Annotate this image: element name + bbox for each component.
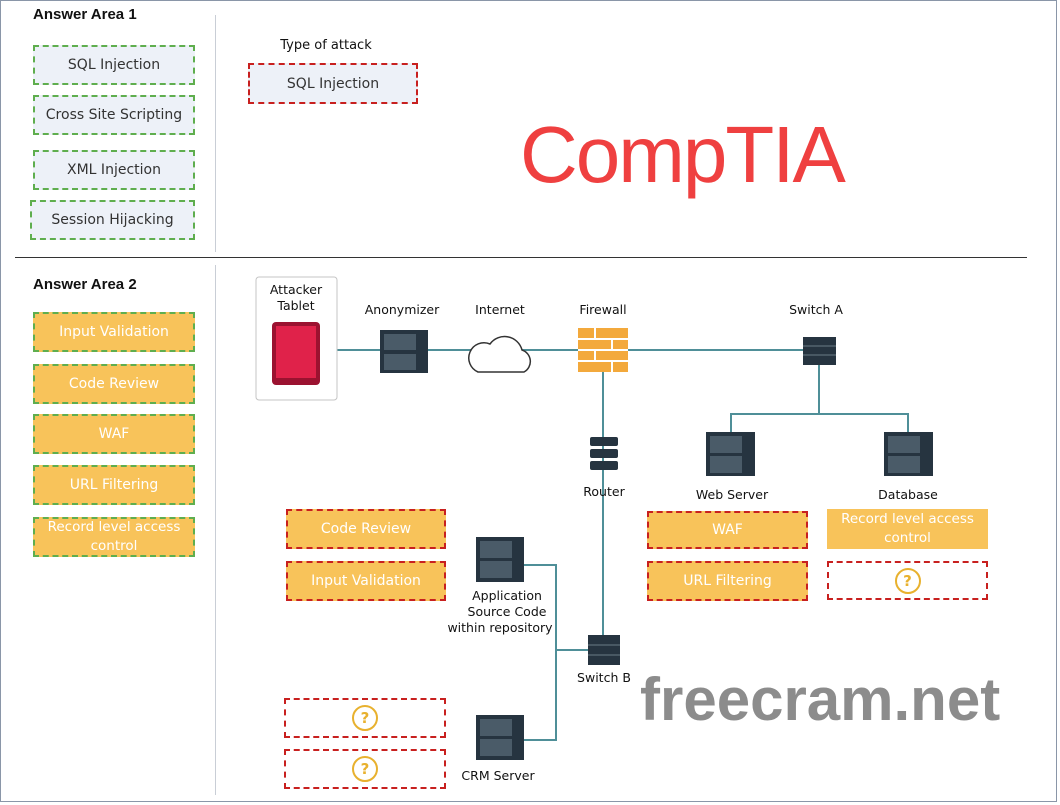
tablet-icon: [272, 322, 320, 385]
web-dropzone-2[interactable]: URL Filtering: [647, 561, 808, 601]
section-divider: [15, 257, 1027, 258]
option-cross-site-scripting[interactable]: Cross Site Scripting: [33, 95, 195, 135]
crm-label: CRM Server: [461, 768, 535, 783]
attacker-label: Attacker Tablet: [269, 282, 323, 313]
answer-area-1-title: Answer Area 1: [33, 6, 137, 23]
firewall-label: Firewall: [579, 302, 627, 317]
freecram-watermark: freecram.net: [640, 666, 1001, 733]
answer-area-2-title: Answer Area 2: [33, 276, 137, 293]
database-server-icon: [884, 432, 933, 476]
divider: [215, 15, 216, 252]
option-input-validation[interactable]: Input Validation: [33, 312, 195, 352]
switch-b-label: Switch B: [577, 670, 631, 685]
app-label-1: Application: [472, 588, 542, 603]
link-servers: [730, 413, 909, 432]
type-of-attack-label: Type of attack: [280, 38, 372, 53]
switch-b-icon: [588, 635, 620, 665]
option-session-hijacking[interactable]: Session Hijacking: [30, 200, 195, 240]
option-waf[interactable]: WAF: [33, 414, 195, 454]
router-icon: [590, 437, 618, 470]
type-of-attack-dropzone[interactable]: SQL Injection: [248, 63, 418, 104]
switch-a-icon: [803, 337, 836, 365]
option-xml-injection[interactable]: XML Injection: [33, 150, 195, 190]
anonymizer-label: Anonymizer: [364, 302, 440, 317]
option-code-review[interactable]: Code Review: [33, 364, 195, 404]
link-app: [524, 564, 557, 650]
option-record-level-access-control[interactable]: Record level access control: [33, 517, 195, 557]
db-dropzone-2[interactable]: ?: [827, 561, 988, 600]
app-label-2: Source Code: [467, 604, 547, 619]
crm-dropzone-2[interactable]: ?: [284, 749, 446, 789]
option-sql-injection[interactable]: SQL Injection: [33, 45, 195, 85]
router-label: Router: [583, 484, 625, 499]
app-dropzone-2[interactable]: Input Validation: [286, 561, 446, 601]
attacker-label-line: Attacker Tablet: [266, 282, 326, 314]
app-server-icon: [476, 537, 524, 582]
anonymizer-server-icon: [380, 330, 428, 373]
crm-server-icon: [476, 715, 524, 760]
question-icon: ?: [352, 705, 378, 731]
crm-dropzone-1[interactable]: ?: [284, 698, 446, 738]
internet-label: Internet: [475, 302, 525, 317]
switch-a-label: Switch A: [789, 302, 843, 317]
divider: [215, 265, 216, 795]
comptia-watermark: CompTIA: [520, 110, 846, 199]
db-dropzone-1[interactable]: Record level access control: [827, 509, 988, 549]
firewall-icon: [578, 328, 628, 372]
app-dropzone-1[interactable]: Code Review: [286, 509, 446, 549]
link-crm: [524, 649, 588, 741]
option-url-filtering[interactable]: URL Filtering: [33, 465, 195, 505]
question-icon: ?: [352, 756, 378, 782]
web-server-label: Web Server: [695, 487, 769, 502]
database-label: Database: [878, 487, 938, 502]
app-label-3: within repository: [447, 620, 553, 635]
web-dropzone-1[interactable]: WAF: [647, 511, 808, 549]
web-server-icon: [706, 432, 755, 476]
internet-cloud-icon: [468, 335, 532, 373]
question-icon: ?: [894, 567, 921, 594]
